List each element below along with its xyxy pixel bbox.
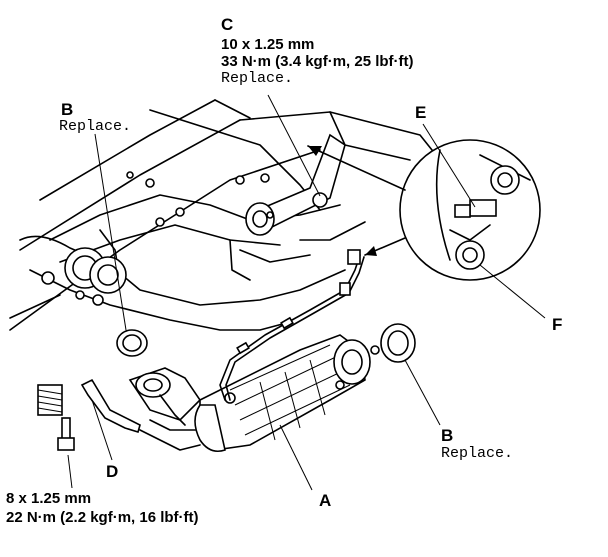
upper-exhaust-pipe (245, 133, 346, 236)
callout-c-torque: 33 N·m (3.4 kgf·m, 25 lbf·ft) (221, 53, 414, 70)
detail-magnifier (399, 139, 541, 281)
bolt-spec-torque: 22 N·m (2.2 kgf·m, 16 lbf·ft) (6, 509, 199, 526)
catalytic-converter (194, 334, 380, 453)
callout-b-upper-letter: B (61, 100, 74, 119)
callout-e-letter: E (415, 103, 427, 122)
callout-d-letter: D (106, 462, 119, 481)
callout-a-letter: A (319, 491, 332, 510)
callout-c-note: Replace. (221, 70, 294, 87)
callout-c-spec: 10 x 1.25 mm (221, 36, 315, 53)
callout-f-letter: F (552, 315, 563, 334)
vehicle-frame (9, 99, 441, 331)
flange-left (41, 247, 148, 357)
callout-b-lower-letter: B (441, 426, 454, 445)
frame-bolts (126, 171, 270, 227)
callout-b-upper-note: Replace. (59, 118, 132, 135)
front-pipe (128, 367, 202, 451)
callout-b-lower-note: Replace. (441, 445, 514, 462)
callout-c-letter: C (221, 15, 234, 34)
sensor-wire (219, 249, 365, 401)
gasket-b-lower (380, 323, 416, 363)
leader-lines (67, 94, 546, 491)
spring-bolt (37, 378, 141, 451)
bolt-spec-size: 8 x 1.25 mm (6, 490, 92, 507)
detail-arrows (307, 145, 406, 256)
